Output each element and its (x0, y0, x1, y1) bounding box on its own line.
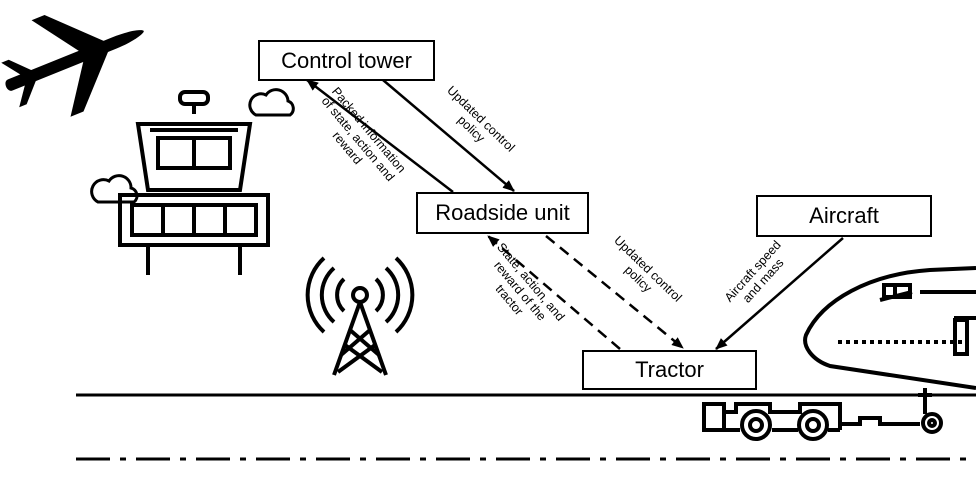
control-tower-icon (118, 90, 270, 275)
arrow-rsu-to-tractor (545, 235, 684, 349)
aircraft-nose-icon (803, 266, 976, 434)
arrow-tower-to-rsu (382, 79, 515, 192)
aircraft-node: Aircraft (756, 195, 932, 237)
tractor-node: Tractor (582, 350, 757, 390)
tow-tractor-icon (702, 402, 920, 441)
arrow-rsu-to-tower (306, 79, 454, 193)
arrow-tractor-to-rsu (487, 235, 621, 350)
antenna-tower-icon (305, 256, 415, 376)
roadside-unit-node: Roadside unit (416, 192, 589, 234)
cloud-icon (90, 174, 139, 204)
control-tower-node: Control tower (258, 40, 435, 81)
airplane-icon (1, 15, 144, 117)
arrow-aircraft-to-tractor (715, 237, 844, 350)
cloud-icon (248, 88, 295, 117)
